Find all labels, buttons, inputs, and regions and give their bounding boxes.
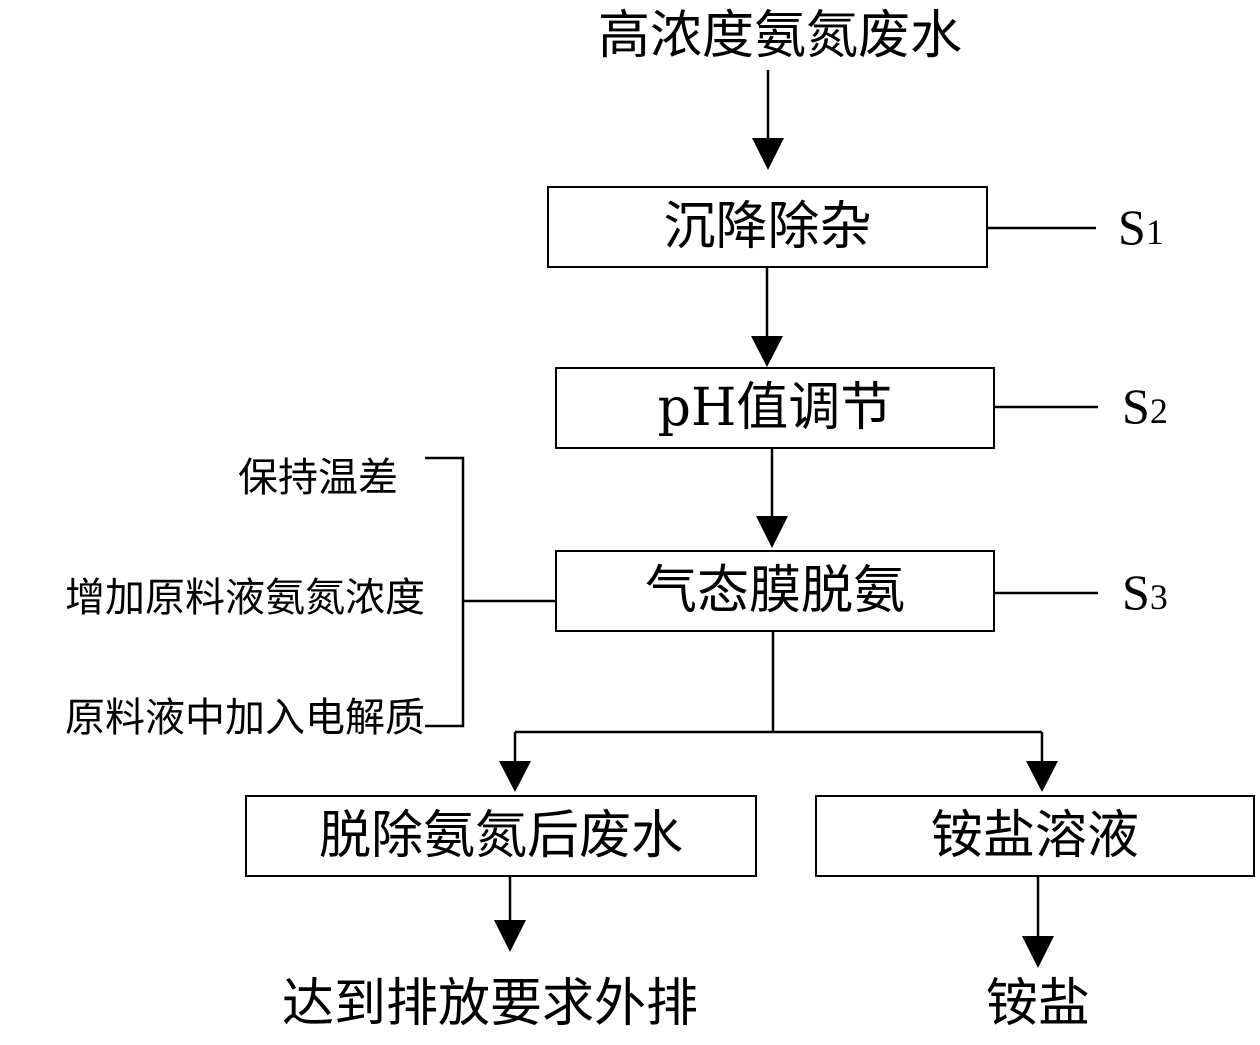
step3-box: 气态膜脱氨: [555, 550, 995, 632]
branch2-box: 铵盐溶液: [815, 795, 1255, 877]
arrowhead-branch2-to-output: [1022, 936, 1054, 968]
step3-label: 气态膜脱氨: [644, 561, 905, 621]
step1-label: 沉降除杂: [663, 197, 872, 257]
output-1: 达到排放要求外排: [281, 974, 698, 1034]
arrowhead-step2-to-step3: [756, 516, 788, 548]
step1-box: 沉降除杂: [547, 186, 988, 268]
branch1-box: 脱除氨氮后废水: [245, 795, 757, 877]
branch2-label: 铵盐溶液: [930, 806, 1139, 866]
condition-3: 原料液中加入电解质: [65, 695, 425, 741]
step2-box: pH值调节: [555, 367, 995, 449]
step-tag-s3: S3: [1122, 564, 1168, 620]
arrowhead-step1-to-step2: [751, 336, 783, 367]
branch1-label: 脱除氨氮后废水: [318, 806, 683, 866]
input-label: 高浓度氨氮废水: [597, 6, 962, 66]
arrowhead-branch1-to-output: [494, 920, 526, 952]
condition-bracket: [425, 456, 465, 728]
condition-1: 保持温差: [238, 455, 398, 501]
condition-2: 增加原料液氨氮浓度: [65, 575, 425, 621]
step-tag-s2: S2: [1122, 378, 1168, 434]
arrowhead-split-to-branch2: [1026, 761, 1058, 792]
step-tag-s1: S1: [1118, 199, 1164, 255]
output-2: 铵盐: [985, 974, 1090, 1034]
step2-label: pH值调节: [657, 378, 893, 438]
arrowhead-split-to-branch1: [499, 761, 531, 792]
arrowhead-input-to-step1: [752, 138, 784, 170]
